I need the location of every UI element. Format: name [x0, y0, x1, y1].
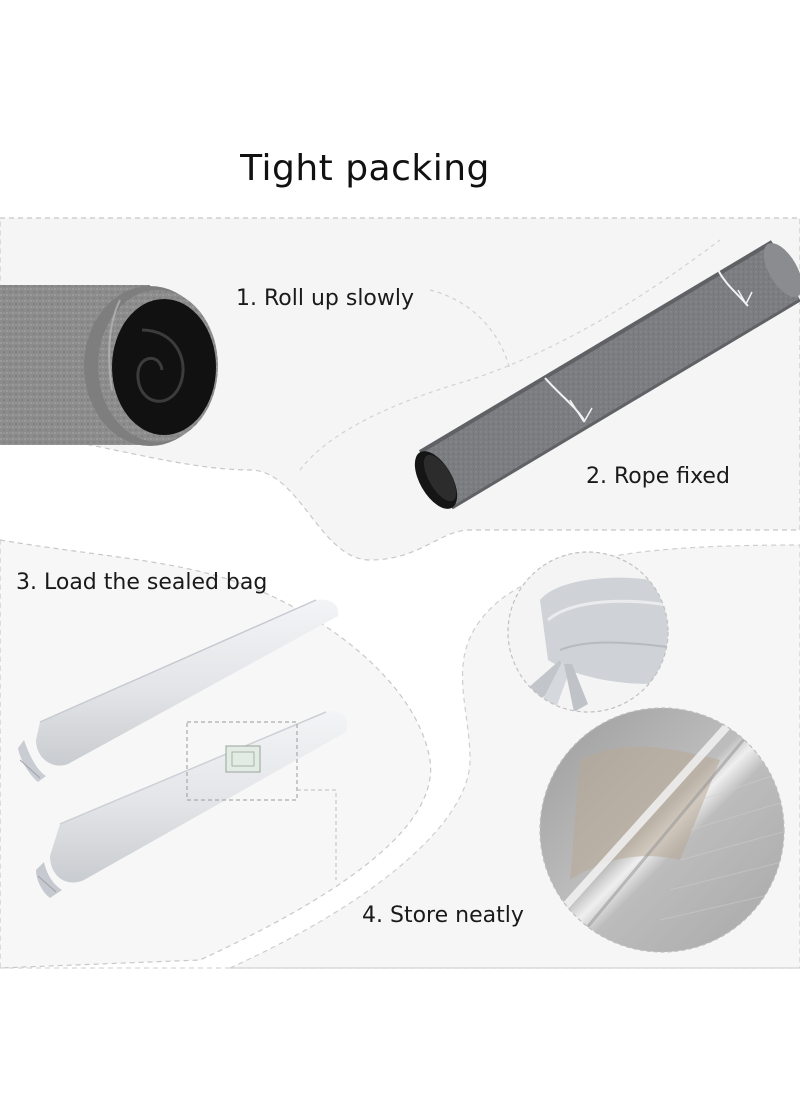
bag-tie-closeup-image	[507, 551, 669, 713]
step-1-label: 1. Roll up slowly	[236, 286, 415, 311]
step-4-label: 4. Store neatly	[362, 903, 524, 928]
sealed-bag-rolls-image	[18, 599, 348, 898]
carpet-texture-closeup-image	[539, 707, 785, 953]
step-2-label: 2. Rope fixed	[586, 464, 730, 489]
step-3-label: 3. Load the sealed bag	[16, 570, 268, 595]
rolled-carpet-image	[0, 285, 218, 446]
rope-fixed-roll-image	[414, 240, 800, 510]
page-title: Tight packing	[240, 148, 490, 189]
